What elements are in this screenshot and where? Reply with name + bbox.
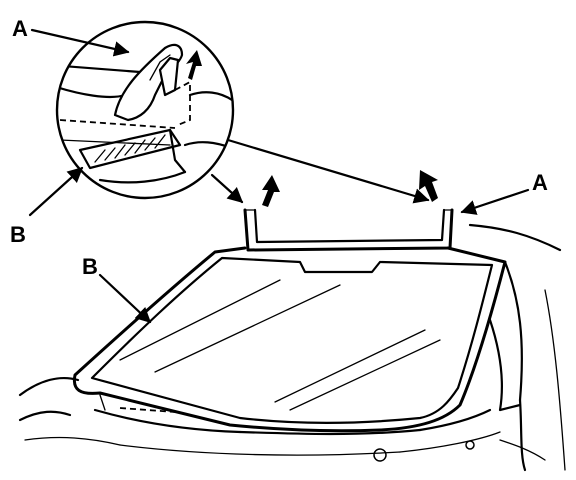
callout-b-main: B [82,254,98,279]
pull-arrows [262,170,438,207]
callout-a-inset: A [12,16,28,41]
callout-a-main: A [532,170,548,195]
windshield-glass [72,246,507,433]
detail-leader [210,138,430,204]
callout-b-inset: B [10,222,26,247]
upper-molding [243,208,454,252]
car-body [18,223,566,472]
detail-inset [55,20,235,200]
callout-leaders [28,28,530,324]
